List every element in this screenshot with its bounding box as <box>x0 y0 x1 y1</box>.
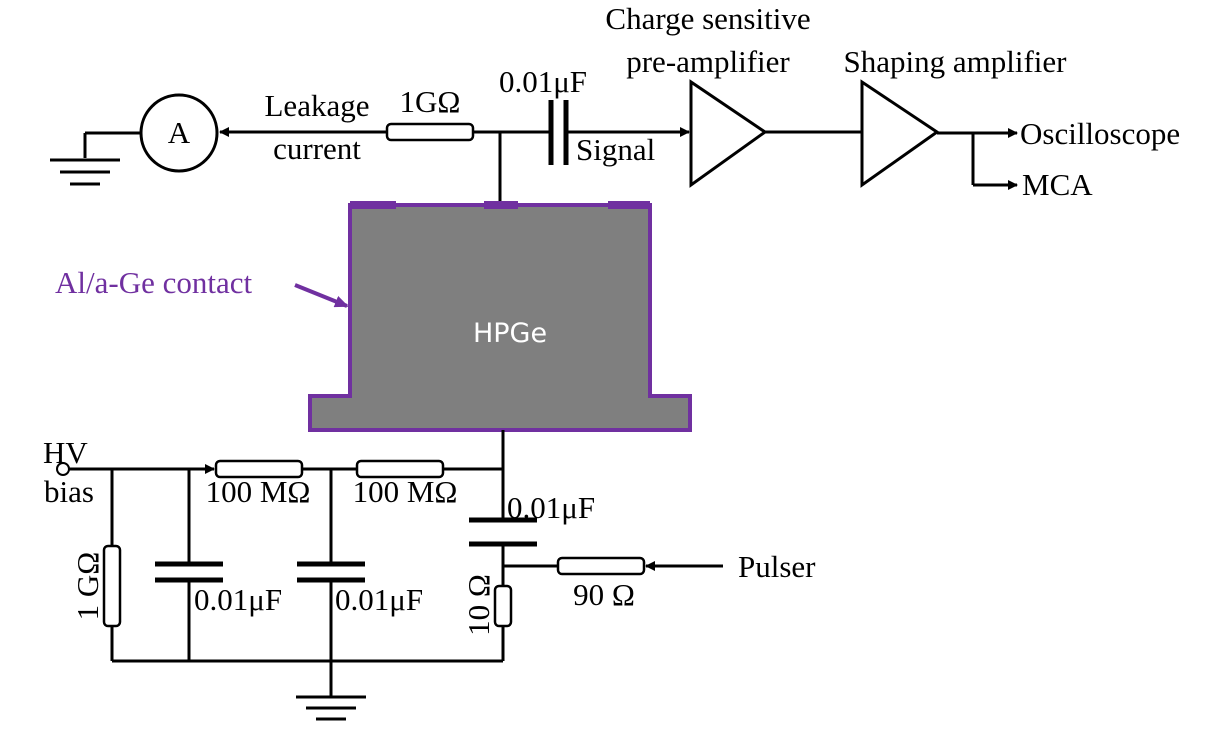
ammeter: A <box>139 93 219 173</box>
filter-capacitor-2 <box>297 561 365 583</box>
test-capacitor <box>469 517 537 547</box>
ground-symbol-top <box>50 133 120 186</box>
resistor-100m-2-label: 100 MΩ <box>353 474 458 509</box>
pulser-label: Pulser <box>738 549 816 584</box>
detector-label: HPGe <box>473 318 547 349</box>
hv-label-line2: bias <box>44 474 94 509</box>
resistor-1g-top-label: 1GΩ <box>400 84 461 119</box>
filter-capacitor-1-label: 0.01μF <box>194 582 282 617</box>
shaping-amplifier-label: Shaping amplifier <box>844 44 1068 79</box>
resistor-10-ohm-label: 10 Ω <box>461 574 496 636</box>
preamp-label-line2: pre-amplifier <box>626 44 790 79</box>
preamp-label-line1: Charge sensitive <box>605 1 810 36</box>
test-capacitor-label: 0.01μF <box>507 490 595 525</box>
hpge-detector <box>308 203 692 432</box>
signal-label: Signal <box>576 132 655 167</box>
resistor-10-ohm <box>493 584 513 628</box>
hv-terminal <box>56 462 70 476</box>
oscilloscope-label: Oscilloscope <box>1020 116 1180 151</box>
leakage-current-label-line1: Leakage <box>265 88 370 123</box>
filter-capacitor-2-label: 0.01μF <box>335 582 423 617</box>
contact-label: Al/a-Ge contact <box>55 265 252 300</box>
resistor-1g-top <box>385 122 475 142</box>
coupling-capacitor <box>548 100 569 165</box>
resistor-90-ohm <box>556 556 646 576</box>
resistor-1g-bias-label: 1 GΩ <box>70 552 105 621</box>
resistor-90-ohm-label: 90 Ω <box>573 577 635 612</box>
resistor-100m-1-label: 100 MΩ <box>206 474 311 509</box>
resistor-1g-bias <box>102 544 122 628</box>
mca-label: MCA <box>1022 167 1093 202</box>
coupling-capacitor-label: 0.01μF <box>499 64 587 99</box>
shaping-amplifier <box>860 79 940 188</box>
leakage-current-label-line2: current <box>273 131 361 166</box>
ground-symbol-bottom <box>296 695 366 721</box>
ammeter-symbol: A <box>168 115 191 150</box>
filter-capacitor-1 <box>155 561 223 583</box>
preamplifier <box>689 79 768 188</box>
contact-pointer-arrow <box>294 283 349 308</box>
